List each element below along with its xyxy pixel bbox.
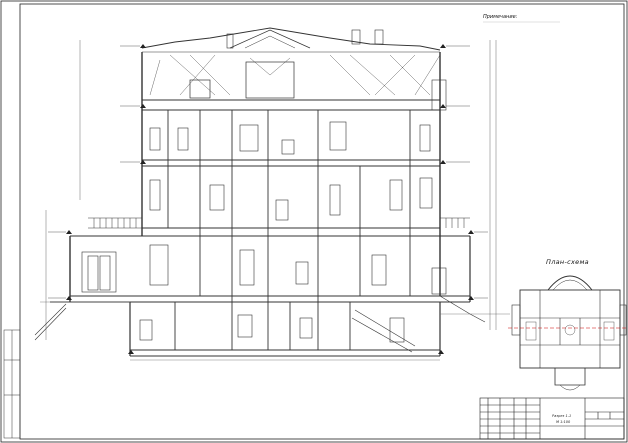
dimension-lines bbox=[45, 40, 497, 340]
roof-line bbox=[141, 27, 441, 51]
title-block bbox=[479, 397, 625, 440]
notes-title: Примечание: bbox=[483, 14, 518, 20]
plan-title: План-схема bbox=[546, 258, 589, 266]
side-stamp bbox=[3, 329, 21, 439]
balcony-railing bbox=[88, 217, 142, 229]
section-drawing bbox=[34, 27, 510, 361]
stairs bbox=[34, 295, 486, 353]
gable bbox=[229, 29, 311, 49]
attic-room bbox=[245, 61, 295, 99]
inner-frame bbox=[19, 3, 625, 440]
elevation-marks bbox=[66, 44, 474, 354]
portal bbox=[81, 251, 117, 293]
plan-scheme bbox=[511, 275, 627, 391]
sheet-label: Разрез 1-1 bbox=[552, 414, 572, 418]
scale-label: М 1:100 bbox=[556, 420, 571, 424]
